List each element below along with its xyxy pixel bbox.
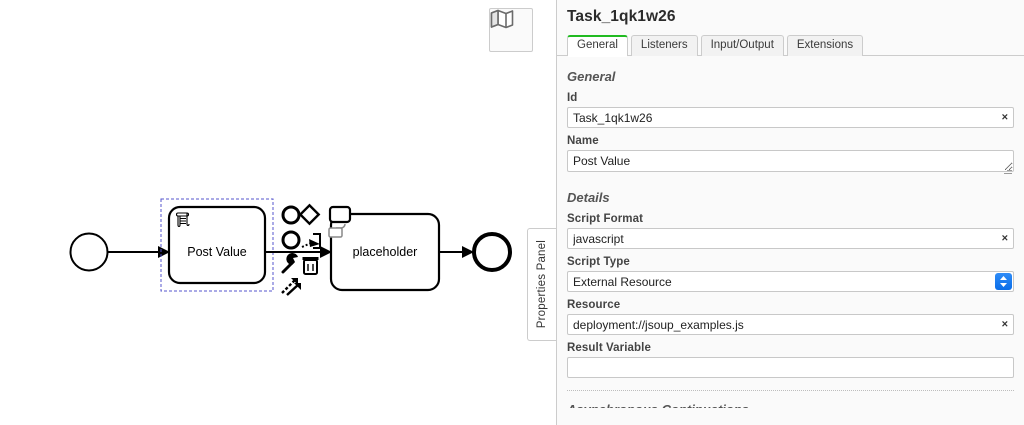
append-gateway-icon[interactable] <box>298 203 321 226</box>
page-title: Task_1qk1w26 <box>567 8 676 25</box>
field-script-type: Script Type External Resource <box>567 256 1014 292</box>
properties-panel-toggle[interactable]: Properties Panel <box>527 228 556 341</box>
field-id: Id × <box>567 92 1014 128</box>
field-resource: Resource × <box>567 299 1014 335</box>
context-pad[interactable] <box>281 203 352 296</box>
clear-script-format-icon[interactable]: × <box>1001 232 1008 244</box>
script-type-select[interactable]: External Resource <box>567 271 1014 292</box>
field-label-id: Id <box>567 92 578 104</box>
script-task-label: Post Value <box>187 245 247 259</box>
clear-resource-icon[interactable]: × <box>1001 318 1008 330</box>
tab-listeners[interactable]: Listeners <box>630 35 698 56</box>
bpmn-diagram: Post Value placeholder <box>69 198 512 296</box>
wrench-icon[interactable] <box>281 253 298 274</box>
field-label-result-variable: Result Variable <box>567 342 651 354</box>
sequence-flow-2 <box>265 246 332 258</box>
field-result-variable: Result Variable <box>567 342 1014 378</box>
properties-body: General Id × Name Post Value <box>557 69 1024 408</box>
group-title-details: Details <box>567 190 610 205</box>
resource-input[interactable] <box>567 314 1014 335</box>
trash-icon[interactable] <box>302 257 319 275</box>
field-label-resource: Resource <box>567 299 621 311</box>
script-icon <box>175 212 190 228</box>
selection-outline <box>160 198 274 292</box>
start-event[interactable] <box>69 232 109 272</box>
end-event[interactable] <box>472 232 512 272</box>
properties-panel: Task_1qk1w26 General Listeners Input/Out… <box>556 0 1024 425</box>
tab-general[interactable]: General <box>567 35 628 57</box>
name-input[interactable]: Post Value <box>567 150 1014 172</box>
script-format-input[interactable] <box>567 228 1014 249</box>
minimap-toggle-button[interactable] <box>489 8 533 52</box>
tab-extensions[interactable]: Extensions <box>786 35 864 56</box>
script-task-post-value[interactable] <box>167 205 267 285</box>
group-title-general: General <box>567 69 616 84</box>
connect-icon[interactable] <box>301 233 321 249</box>
field-label-script-format: Script Format <box>567 213 644 225</box>
id-input[interactable] <box>567 107 1014 128</box>
append-text-annotation-icon[interactable] <box>281 278 301 296</box>
append-end-event-icon[interactable] <box>281 230 301 250</box>
properties-panel-toggle-label: Properties Panel <box>536 240 548 329</box>
task-placeholder-label: placeholder <box>353 245 418 259</box>
bpmn-canvas[interactable]: Post Value placeholder <box>0 0 556 425</box>
map-icon <box>490 9 514 29</box>
append-intermediate-event-icon[interactable] <box>281 205 301 225</box>
field-label-script-type: Script Type <box>567 256 630 268</box>
sequence-flow-3 <box>439 246 474 258</box>
properties-tab-bar[interactable]: General Listeners Input/Output Extension… <box>557 35 1024 57</box>
group-title-async-continuations: Asynchronous Continuations <box>567 402 1014 408</box>
field-name: Name Post Value <box>567 135 1014 177</box>
field-script-format: Script Format × <box>567 213 1014 249</box>
result-variable-input[interactable] <box>567 357 1014 378</box>
field-label-name: Name <box>567 135 599 147</box>
clear-id-icon[interactable]: × <box>1001 111 1008 123</box>
append-task-icon[interactable] <box>328 205 352 238</box>
tab-input-output[interactable]: Input/Output <box>700 35 784 56</box>
section-divider <box>567 390 1014 391</box>
